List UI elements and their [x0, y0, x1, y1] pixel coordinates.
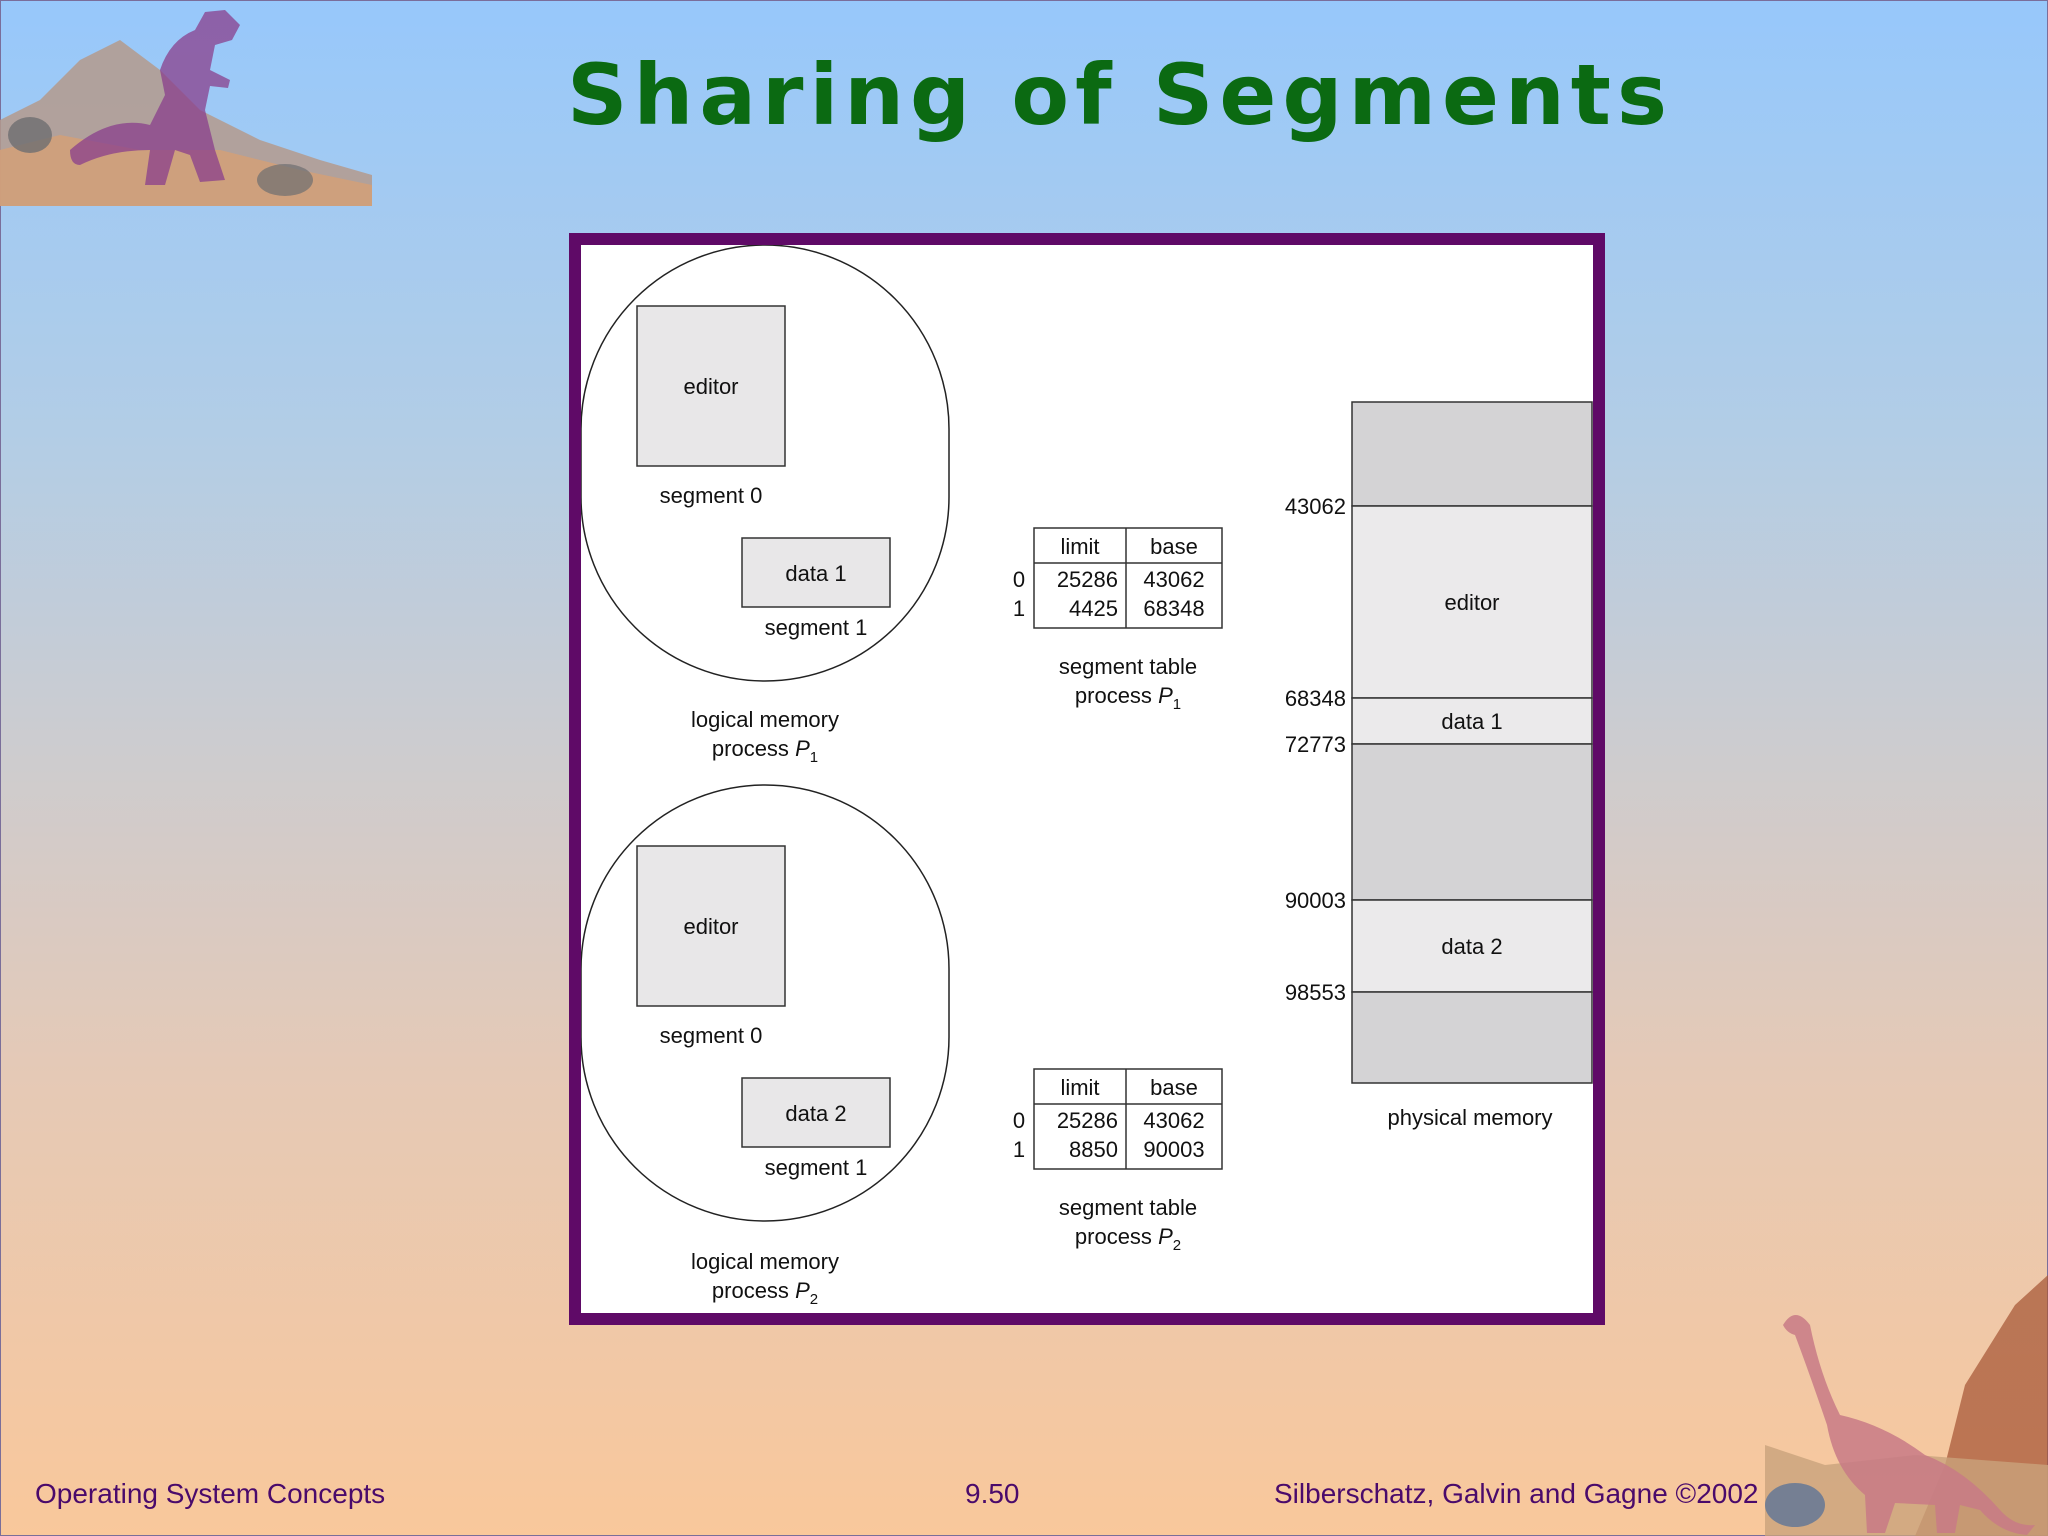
header-limit: limit — [1060, 534, 1099, 559]
segment-table-p1: limit base 0 25286 43062 1 4425 68348 se… — [1013, 527, 1223, 713]
row-limit: 8850 — [1069, 1137, 1118, 1162]
brontosaurus-illustration — [1765, 1275, 2048, 1536]
segment-table-caption: segment table — [1059, 1195, 1197, 1220]
segment-0-caption: segment 0 — [660, 1023, 763, 1048]
row-base: 68348 — [1143, 596, 1204, 621]
process-caption: process P1 — [712, 736, 818, 766]
logical-memory-p2: editor segment 0 data 2 segment 1 logica… — [581, 784, 950, 1308]
segment-1-caption: segment 1 — [765, 615, 868, 640]
segment-0-label: editor — [683, 374, 738, 399]
address-label: 68348 — [1285, 686, 1346, 711]
footer-copyright: Silberschatz, Galvin and Gagne ©2002 — [1274, 1478, 1759, 1509]
physical-memory-caption: physical memory — [1387, 1105, 1552, 1130]
segment-1-label: data 2 — [785, 1101, 846, 1126]
t-rex-illustration — [0, 10, 372, 206]
logical-memory-caption: logical memory — [691, 1249, 839, 1274]
row-index: 1 — [1013, 596, 1025, 621]
segment-table-caption: segment table — [1059, 654, 1197, 679]
row-limit: 25286 — [1057, 567, 1118, 592]
memory-block-data-1 — [1351, 697, 1593, 745]
process-caption: process P1 — [1075, 683, 1181, 713]
segment-1-box — [741, 1077, 891, 1148]
block-label-data-2: data 2 — [1441, 934, 1502, 959]
segment-0-caption: segment 0 — [660, 483, 763, 508]
logical-memory-caption: logical memory — [691, 707, 839, 732]
header-base: base — [1150, 534, 1198, 559]
row-limit: 25286 — [1057, 1108, 1118, 1133]
row-limit: 4425 — [1069, 596, 1118, 621]
block-label-editor: editor — [1444, 590, 1499, 615]
row-index: 0 — [1013, 567, 1025, 592]
segment-0-box — [636, 845, 786, 1007]
address-label: 43062 — [1285, 494, 1346, 519]
logical-memory-p1: editor segment 0 data 1 segment 1 logica… — [581, 245, 950, 766]
footer-course-title: Operating System Concepts — [35, 1478, 386, 1509]
row-index: 0 — [1013, 1108, 1025, 1133]
process-caption: process P2 — [1075, 1224, 1181, 1254]
process-caption: process P2 — [712, 1278, 818, 1308]
slide-title: Sharing of Segments — [567, 46, 1673, 144]
row-base: 43062 — [1143, 567, 1204, 592]
physical-memory: editor data 1 data 2 43062 68348 72773 9… — [1285, 401, 1593, 1130]
memory-block-editor — [1351, 505, 1593, 699]
row-base: 43062 — [1143, 1108, 1204, 1133]
segment-1-caption: segment 1 — [765, 1155, 868, 1180]
segment-1-label: data 1 — [785, 561, 846, 586]
address-label: 72773 — [1285, 732, 1346, 757]
row-index: 1 — [1013, 1137, 1025, 1162]
segment-0-box — [636, 305, 786, 467]
block-label-data-1: data 1 — [1441, 709, 1502, 734]
figure-frame: editor segment 0 data 1 segment 1 logica… — [569, 233, 1605, 1325]
memory-block-free — [1351, 743, 1593, 901]
row-base: 90003 — [1143, 1137, 1204, 1162]
segment-table-p2: limit base 0 25286 43062 1 8850 90003 se… — [1013, 1068, 1223, 1254]
address-label: 98553 — [1285, 980, 1346, 1005]
footer-page-number: 9.50 — [965, 1478, 1020, 1509]
address-label: 90003 — [1285, 888, 1346, 913]
memory-block-free — [1351, 401, 1593, 507]
segment-0-label: editor — [683, 914, 738, 939]
header-base: base — [1150, 1075, 1198, 1100]
memory-block-free — [1351, 991, 1593, 1084]
memory-block-data-2 — [1351, 899, 1593, 993]
header-limit: limit — [1060, 1075, 1099, 1100]
segment-sharing-diagram: editor segment 0 data 1 segment 1 logica… — [581, 245, 1593, 1308]
segment-1-box — [741, 537, 891, 608]
